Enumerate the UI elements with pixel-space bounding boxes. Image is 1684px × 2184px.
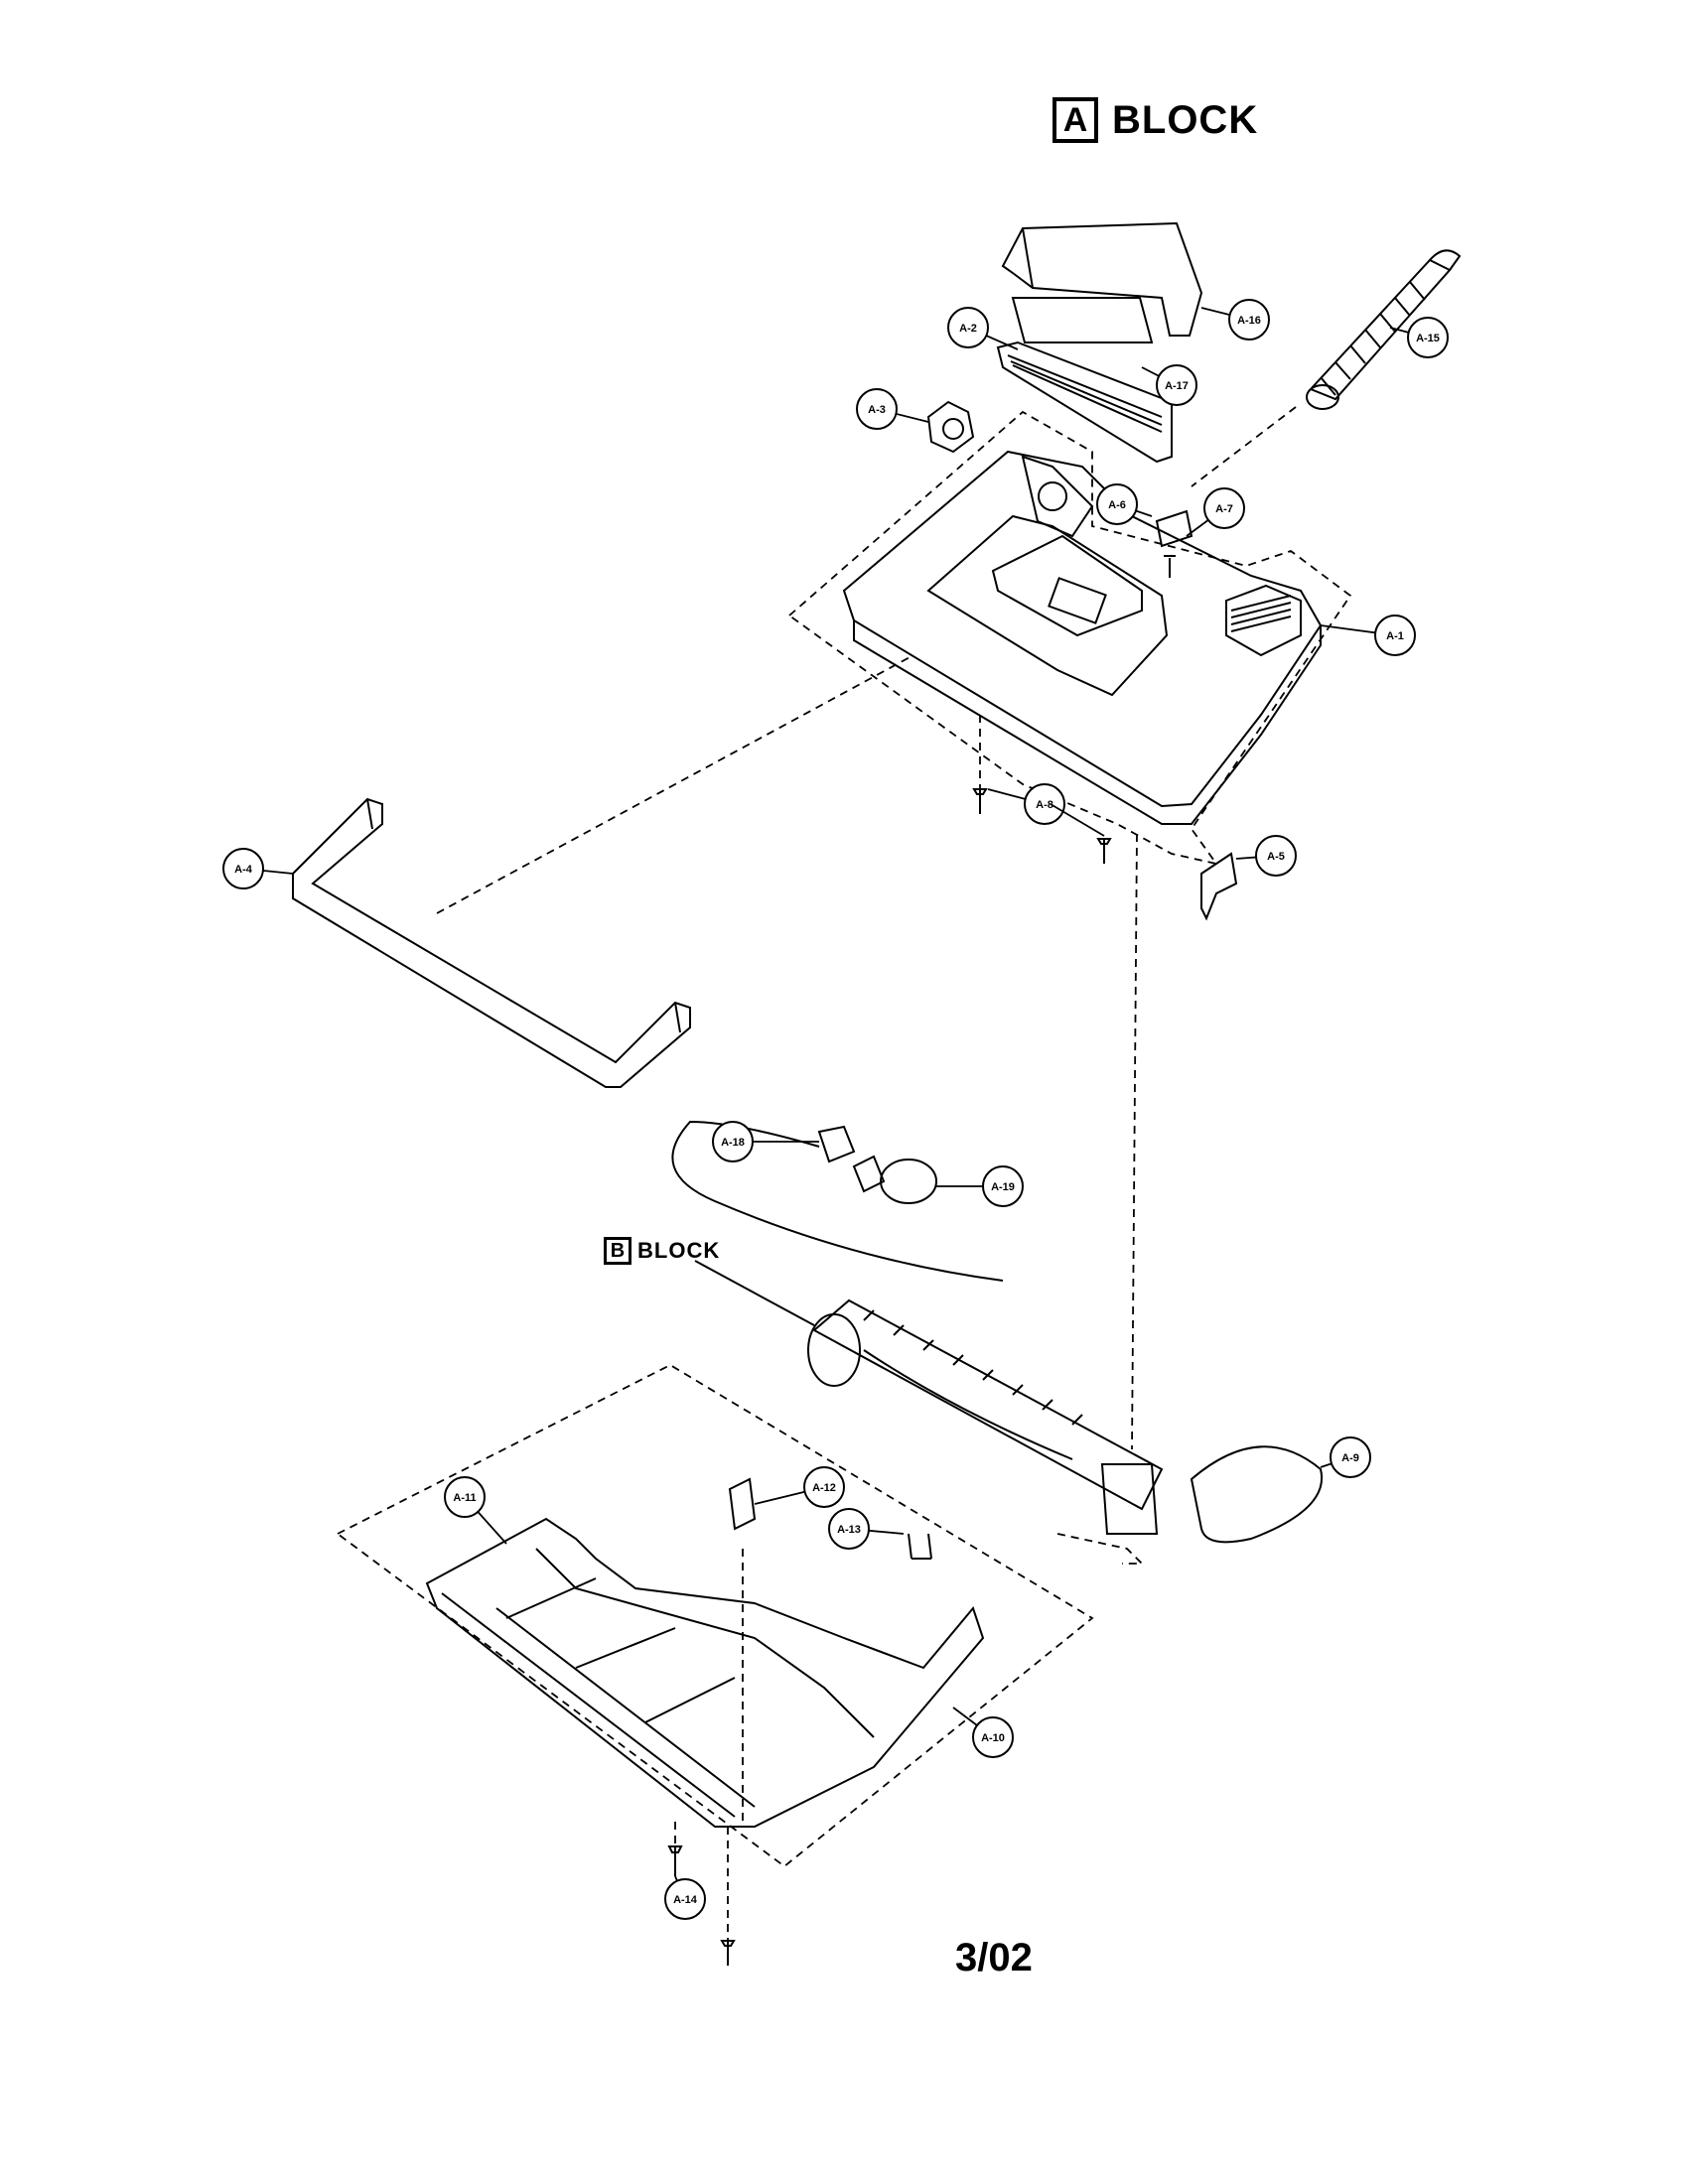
- drive-belt: [1190, 1445, 1324, 1544]
- callout-a-6: A-6: [1096, 483, 1153, 525]
- vent-grille: [996, 341, 1173, 464]
- callout-text: A-7: [1215, 503, 1233, 515]
- callout-text: A-18: [721, 1137, 745, 1149]
- sub-block-title: B BLOCK: [604, 1237, 720, 1265]
- callout-circle: [947, 307, 989, 348]
- callout-circle: [1374, 614, 1416, 656]
- callout-a-14: A-14: [664, 1875, 706, 1920]
- callout-circle: [1255, 835, 1297, 877]
- callout-circle: [972, 1716, 1014, 1758]
- base-screw-line-2: [727, 1549, 744, 1941]
- callout-text: A-16: [1237, 315, 1261, 327]
- callout-a-19: A-19: [936, 1165, 1024, 1207]
- callout-a-17: A-17: [1141, 364, 1197, 406]
- base-dashed-box: [336, 1363, 1094, 1868]
- bumper-guide-line: [436, 654, 914, 914]
- callout-a-5: A-5: [1235, 835, 1297, 877]
- brushroll: [807, 1298, 1164, 1535]
- callout-circle: [1228, 299, 1270, 341]
- callout-a-3: A-3: [856, 388, 929, 430]
- callout-text: A-11: [453, 1492, 476, 1504]
- page-code: 3/02: [955, 1936, 1033, 1979]
- block-letter-box: A: [1052, 97, 1098, 143]
- bracket-a12: [728, 1477, 757, 1531]
- base-screw-1: [667, 1845, 683, 1876]
- callout-text: A-14: [673, 1894, 698, 1906]
- sub-block-letter-box: B: [604, 1237, 632, 1265]
- callout-circle: [1024, 783, 1065, 825]
- housing-dashed-box: [787, 410, 1352, 866]
- callout-a-9: A-9: [1320, 1436, 1371, 1478]
- callout-a-8: [1050, 803, 1105, 837]
- callout-text: A-9: [1341, 1452, 1359, 1464]
- callout-text: A-2: [959, 323, 977, 335]
- callout-a-4: A-4: [222, 848, 294, 889]
- callout-circle: [222, 848, 264, 889]
- callout-circle: [1096, 483, 1138, 525]
- callout-circle: [1156, 364, 1197, 406]
- housing-screw-2: [1096, 838, 1112, 864]
- clip-bracket: [1155, 509, 1193, 548]
- callout-a-1: A-1: [1320, 614, 1416, 656]
- callout-circle: [664, 1878, 706, 1920]
- callout-text: A-17: [1165, 380, 1189, 392]
- callout-a-7: A-7: [1186, 487, 1245, 537]
- callout-leader: [1050, 803, 1105, 837]
- base-screw-2: [720, 1940, 736, 1966]
- callout-a-8: A-8: [987, 783, 1065, 825]
- callout-a-12: A-12: [754, 1466, 845, 1508]
- sub-block-title-text: BLOCK: [637, 1238, 721, 1263]
- callout-text: A-5: [1267, 851, 1285, 863]
- callout-a-16: A-16: [1200, 299, 1270, 341]
- callout-circle: [712, 1121, 754, 1162]
- base-plate: [425, 1517, 985, 1828]
- callout-a-15: A-15: [1389, 317, 1449, 358]
- hose-guide-line: [1191, 406, 1297, 487]
- callout-circle: [1203, 487, 1245, 529]
- callout-text: A-13: [837, 1524, 861, 1536]
- housing-screw-1: [972, 788, 988, 814]
- brush-dashed-box: [1056, 1533, 1145, 1565]
- handle-top-cover: [1001, 221, 1203, 337]
- light-bulb: [852, 1155, 937, 1204]
- bracket-a13: [908, 1533, 932, 1560]
- callout-circle: [982, 1165, 1024, 1207]
- callout-text: A-19: [991, 1181, 1015, 1193]
- block-title: A BLOCK: [1052, 97, 1258, 143]
- callout-text: A-12: [812, 1482, 836, 1494]
- callout-circle: [1330, 1436, 1371, 1478]
- flexible-hose: [1306, 249, 1462, 410]
- main-housing: [842, 450, 1323, 825]
- knob: [926, 400, 975, 454]
- callout-a-10: A-10: [952, 1706, 1014, 1758]
- callout-a-13: A-13: [828, 1508, 905, 1550]
- callout-circle: [444, 1476, 486, 1518]
- callout-text: A-15: [1416, 333, 1440, 344]
- callout-text: A-1: [1386, 630, 1404, 642]
- bumper-bar: [292, 797, 691, 1088]
- callout-text: A-4: [234, 864, 253, 876]
- callout-text: A-8: [1036, 799, 1053, 811]
- block-title-text: BLOCK: [1112, 97, 1259, 142]
- side-clip: [1200, 852, 1238, 921]
- label-plate: [1011, 297, 1154, 343]
- callout-circle: [803, 1466, 845, 1508]
- callout-a-18: A-18: [712, 1121, 819, 1162]
- callout-text: A-6: [1108, 499, 1126, 511]
- b-block-leader: [694, 1260, 815, 1326]
- callout-text: A-10: [981, 1732, 1005, 1744]
- callout-circle: [1407, 317, 1449, 358]
- callout-a-11: A-11: [444, 1476, 507, 1545]
- small-screw: [1164, 555, 1176, 578]
- housing-to-brush-line: [1131, 833, 1138, 1450]
- callout-circle: [828, 1508, 870, 1550]
- callout-circle: [856, 388, 898, 430]
- callout-a-2: A-2: [947, 307, 1019, 350]
- callout-text: A-3: [868, 404, 886, 416]
